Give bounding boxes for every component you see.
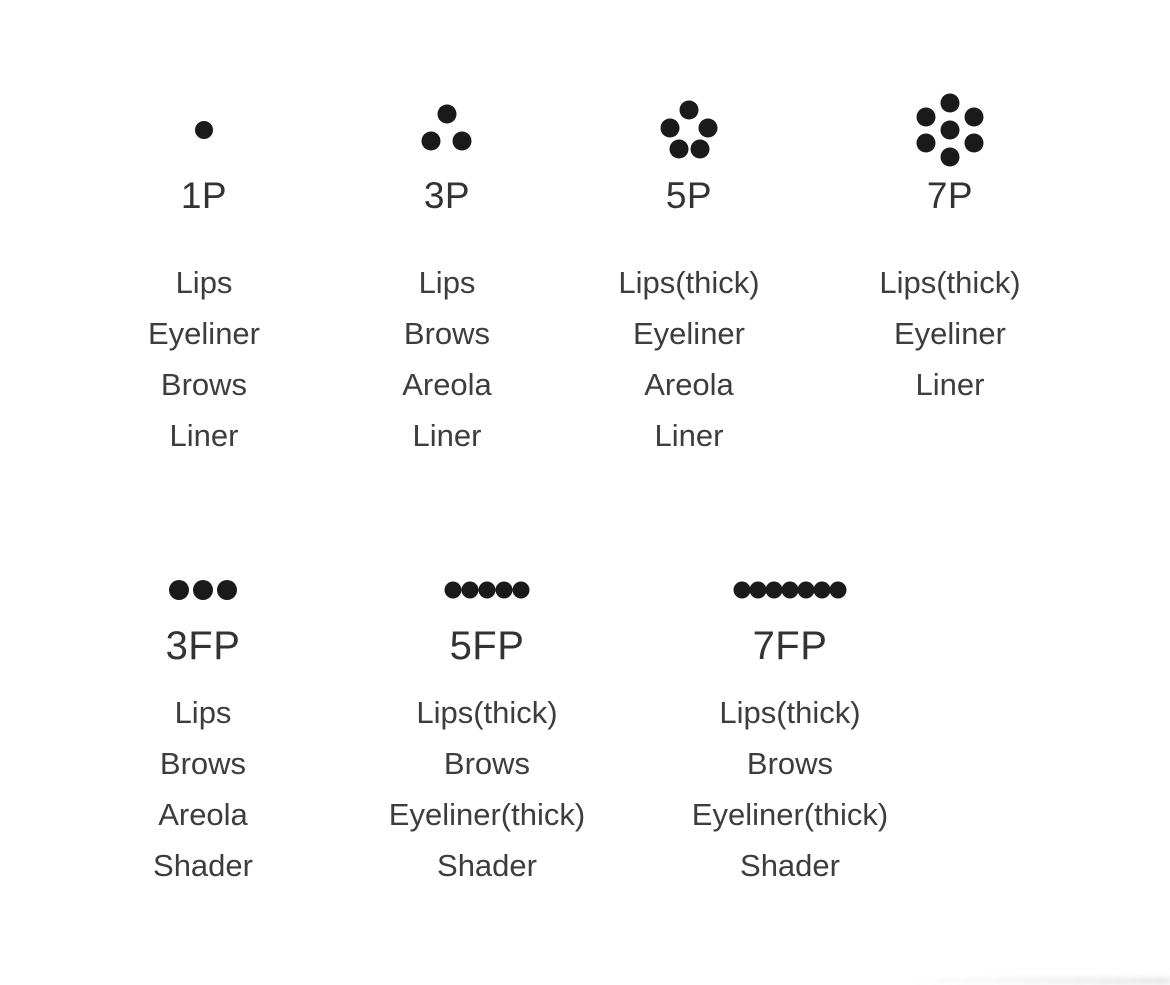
needle-use-item: Lips xyxy=(174,695,232,730)
needle-use-item: Areola xyxy=(644,367,734,402)
needle-dot xyxy=(478,581,496,599)
needle-dot-cluster xyxy=(630,555,950,625)
needle-dot xyxy=(698,118,718,138)
needle-dot xyxy=(916,133,936,153)
needle-dot xyxy=(195,121,213,139)
needle-use-item: Areola xyxy=(158,797,248,832)
dot-pattern-5fp xyxy=(444,581,530,599)
needle-use-item: Lips(thick) xyxy=(416,695,558,730)
needle-dot xyxy=(421,131,441,151)
needle-dot xyxy=(444,581,462,599)
needle-dot xyxy=(733,581,751,599)
needle-use-item: Liner xyxy=(169,418,239,453)
needle-code-label: 7P xyxy=(926,175,974,216)
needle-dot-cluster xyxy=(43,555,363,625)
needle-use-item: Shader xyxy=(437,848,537,883)
needle-dot xyxy=(940,147,960,167)
needle-use-item: Eyeliner xyxy=(894,316,1006,351)
needle-dot xyxy=(660,118,680,138)
needle-dot xyxy=(940,120,960,140)
needle-dot xyxy=(940,93,960,113)
needle-code-label: 5P xyxy=(665,175,713,216)
needle-code-label: 5FP xyxy=(449,624,525,668)
needle-use-item: Brows xyxy=(746,746,834,781)
needle-dot xyxy=(797,581,815,599)
needle-dot xyxy=(829,581,847,599)
needle-dot xyxy=(765,581,783,599)
needle-use-item: Eyeliner xyxy=(148,316,260,351)
needle-code-label: 7FP xyxy=(752,624,828,668)
needle-dot xyxy=(461,581,479,599)
needle-use-item: Liner xyxy=(412,418,482,453)
needle-dot xyxy=(495,581,513,599)
needle-use-item: Liner xyxy=(915,367,985,402)
needle-dot xyxy=(679,100,699,120)
needle-use-item: Brows xyxy=(159,746,247,781)
needle-dot xyxy=(437,104,457,124)
dot-pattern-7p xyxy=(916,93,984,167)
needle-dot xyxy=(512,581,530,599)
needle-dot-cluster xyxy=(810,85,1090,175)
needle-dot xyxy=(964,133,984,153)
needle-use-item: Liner xyxy=(654,418,724,453)
needle-code-label: 1P xyxy=(180,175,228,216)
dot-pattern-3p xyxy=(421,104,472,151)
needle-use-item: Brows xyxy=(160,367,248,402)
dot-pattern-3fp xyxy=(169,580,237,600)
needle-use-item: Shader xyxy=(153,848,253,883)
needle-dot-cluster xyxy=(307,85,587,175)
needle-use-item: Eyeliner(thick) xyxy=(388,797,586,832)
needle-dot-cluster xyxy=(549,85,829,175)
needle-dot xyxy=(781,581,799,599)
dot-pattern-5p xyxy=(660,100,718,159)
needle-code-label: 3FP xyxy=(165,624,241,668)
needle-use-item: Lips(thick) xyxy=(618,265,760,300)
dot-pattern-1p xyxy=(195,121,213,139)
needle-dot xyxy=(749,581,767,599)
needle-dot xyxy=(217,580,237,600)
needle-dot xyxy=(916,107,936,127)
needle-use-item: Lips xyxy=(175,265,233,300)
needle-use-item: Lips xyxy=(418,265,476,300)
dot-pattern-7fp xyxy=(733,581,847,599)
needle-dot xyxy=(964,107,984,127)
needle-dot xyxy=(169,580,189,600)
needle-dot-cluster xyxy=(327,555,647,625)
needle-use-item: Eyeliner(thick) xyxy=(691,797,889,832)
needle-use-item: Areola xyxy=(402,367,492,402)
needle-use-item: Lips(thick) xyxy=(719,695,861,730)
needle-dot-cluster xyxy=(64,85,344,175)
needle-use-item: Shader xyxy=(740,848,840,883)
needle-use-item: Lips(thick) xyxy=(879,265,1021,300)
needle-dot xyxy=(669,139,689,159)
edge-smudge-artifact xyxy=(910,977,1170,985)
needle-use-item: Brows xyxy=(443,746,531,781)
needle-dot xyxy=(452,131,472,151)
needle-code-label: 3P xyxy=(423,175,471,216)
needle-dot xyxy=(193,580,213,600)
needle-dot xyxy=(813,581,831,599)
needle-dot xyxy=(690,139,710,159)
needle-use-item: Brows xyxy=(403,316,491,351)
needle-use-item: Eyeliner xyxy=(633,316,745,351)
